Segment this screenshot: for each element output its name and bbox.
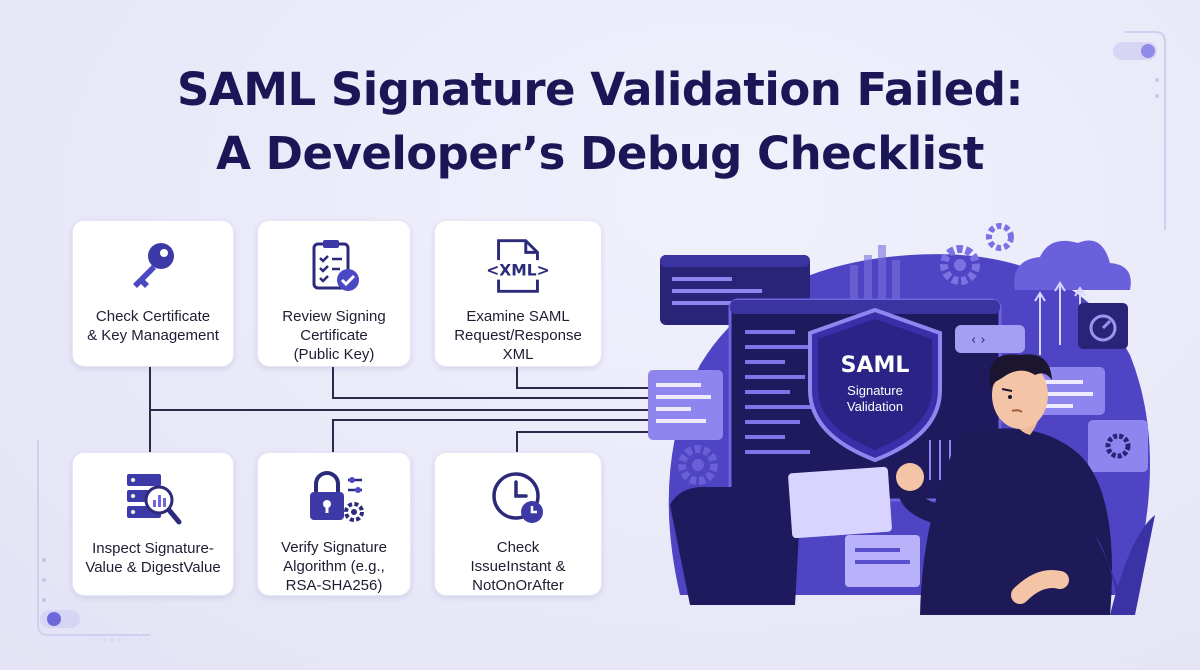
server-search-icon [118,463,188,533]
developer-illustration: ‹ › [640,215,1160,615]
checklist-card-issue-instant: Check IssueInstant & NotOnOrAfter [434,452,602,596]
laptop [670,486,802,605]
xml-tag-bubble: ‹ › [955,325,1025,353]
gear-icon [678,445,718,485]
key-icon [118,231,188,301]
card-label: Check Certificate & Key Management [87,308,219,344]
card-label: Check IssueInstant & NotOnOrAfter [470,539,566,594]
code-window-left [648,370,723,440]
developer-person [896,354,1112,615]
checklist-card-saml-xml: <XML> Examine SAML Request/Response XML [434,220,602,367]
checklist-card-certificate-key: Check Certificate & Key Management [72,220,234,367]
checklist-card-signing-certificate: Review Signing Certificate (Public Key) [257,220,411,367]
card-label: Examine SAML Request/Response XML [454,308,582,363]
svg-text:<XML>: <XML> [486,262,549,280]
title-line-2: A Developer’s Debug Checklist [216,127,984,180]
document-sheets [788,466,920,587]
gauge-icon [1078,303,1128,349]
title-line-1: SAML Signature Validation Failed: [177,63,1024,116]
bar-chart-decoration [850,245,900,305]
checklist-card-signature-digest: Inspect Signature- Value & DigestValue [72,452,234,596]
card-label: Review Signing Certificate (Public Key) [282,308,386,363]
page-title: SAML Signature Validation Failed: A Deve… [0,58,1200,186]
illustration-scene: ‹ › [648,223,1155,615]
clipboard-check-icon [299,231,369,301]
shield-subtitle-1: Signature [847,383,903,398]
checklist-card-signature-algorithm: Verify Signature Algorithm (e.g., RSA-SH… [257,452,411,596]
plant-decoration [1095,515,1155,615]
shield-title: SAML [840,353,910,378]
card-label: Verify Signature Algorithm (e.g., RSA-SH… [281,539,387,594]
padlock-settings-icon [299,463,369,532]
shield-subtitle-2: Validation [846,399,904,414]
xml-tag-text: ‹ › [971,333,986,348]
clock-icon [483,463,553,532]
settings-window [1088,420,1148,472]
xml-document-icon: <XML> [483,231,553,301]
code-window-right [1035,367,1105,415]
card-label: Inspect Signature- Value & DigestValue [85,540,221,576]
gear-icon [940,223,1014,285]
